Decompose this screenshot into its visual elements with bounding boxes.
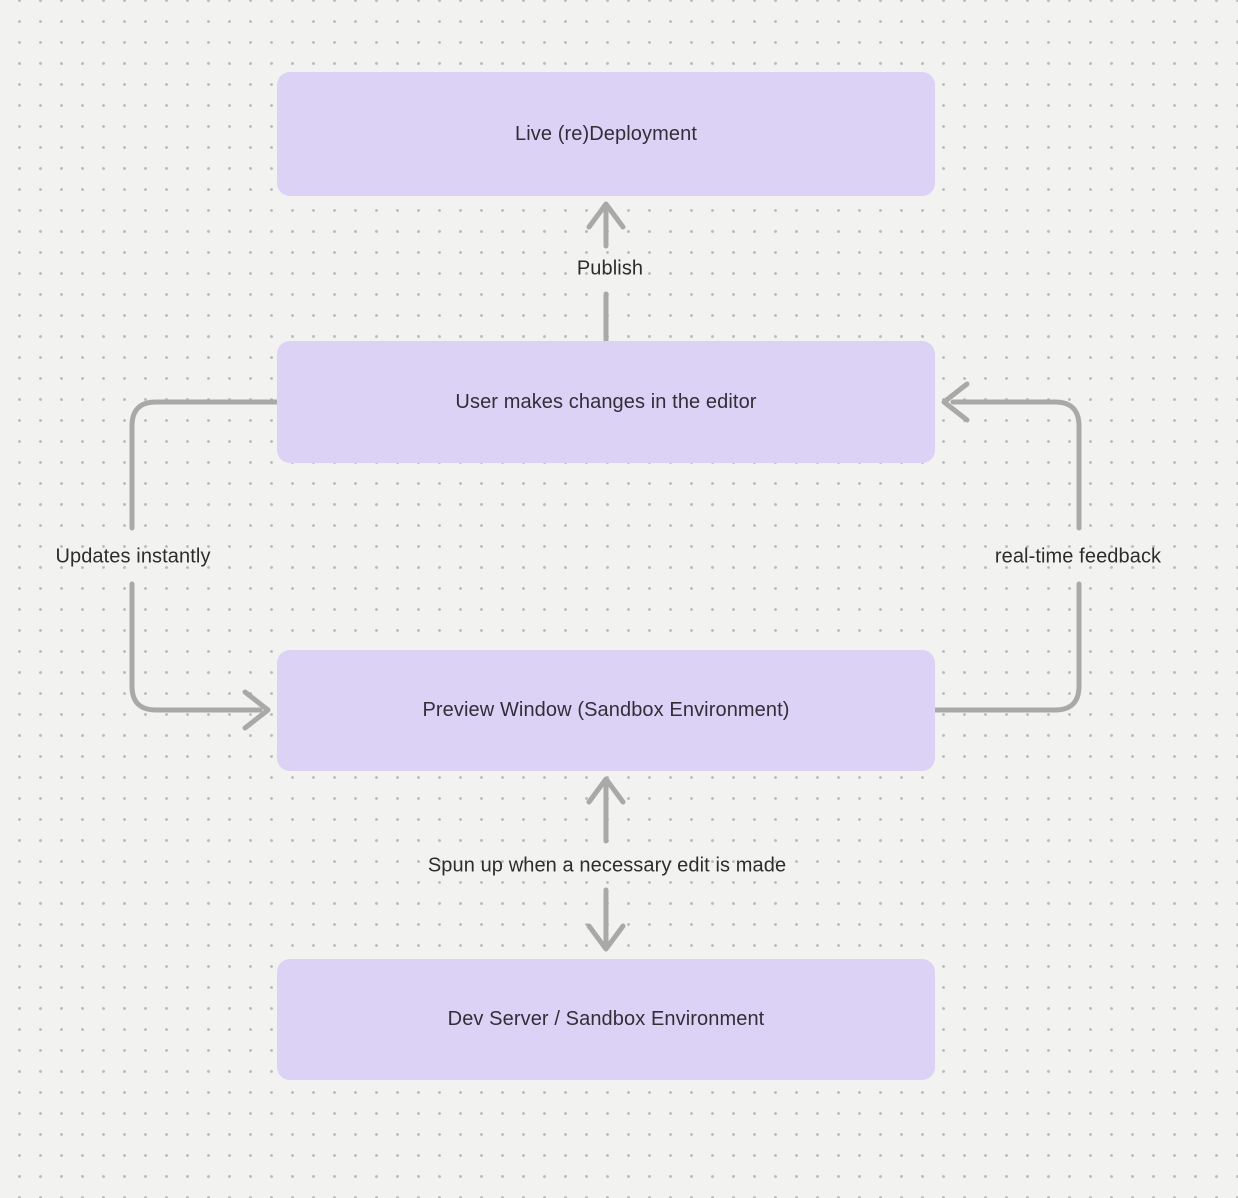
edge-updates-instantly — [129, 399, 280, 731]
edge-updates-upper-segment — [129, 399, 280, 531]
node-live-deployment-label: Live (re)Deployment — [515, 122, 697, 145]
arrowhead-right-icon — [242, 689, 271, 731]
node-live-deployment[interactable]: Live (re)Deployment — [277, 72, 935, 196]
node-dev-server-label: Dev Server / Sandbox Environment — [447, 1008, 765, 1030]
arrowhead-down-icon — [586, 923, 626, 952]
edge-label-spun-up: Spun up when a necessary edit is made — [427, 854, 787, 877]
edge-real-time-feedback — [932, 381, 1082, 713]
edge-label-real-time-feedback: real-time feedback — [994, 545, 1162, 568]
edge-updates-lower-segment — [129, 581, 263, 713]
edge-spun-up — [586, 776, 626, 952]
node-editor-changes[interactable]: User makes changes in the editor — [277, 341, 935, 463]
node-preview-window-label: Preview Window (Sandbox Environment) — [422, 699, 790, 721]
edge-feedback-upper-segment — [950, 399, 1082, 531]
edge-feedback-lower-segment — [932, 581, 1082, 713]
node-preview-window[interactable]: Preview Window (Sandbox Environment) — [277, 650, 935, 771]
node-dev-server[interactable]: Dev Server / Sandbox Environment — [277, 959, 935, 1080]
node-editor-changes-label: User makes changes in the editor — [455, 390, 757, 413]
arrowhead-up-icon — [586, 776, 626, 805]
edge-label-updates-instantly: Updates instantly — [55, 545, 211, 568]
arrowhead-left-icon — [941, 381, 970, 423]
arrowhead-up-icon — [586, 201, 626, 230]
edge-label-publish: Publish — [576, 257, 644, 280]
edge-publish — [586, 201, 626, 343]
